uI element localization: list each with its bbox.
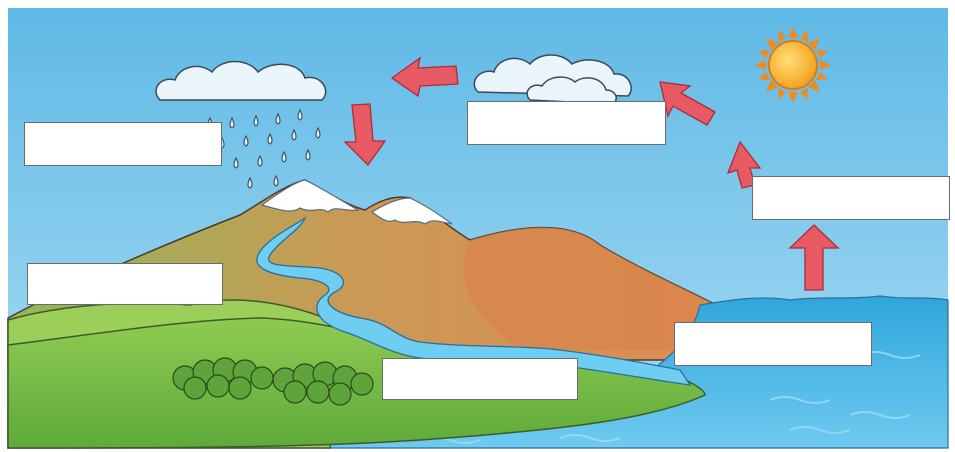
- label-box-evaporation[interactable]: [752, 176, 950, 220]
- label-box-condensation[interactable]: [467, 101, 666, 145]
- label-box-mountain[interactable]: [27, 263, 223, 305]
- label-box-precipitation[interactable]: [24, 122, 222, 166]
- label-box-river[interactable]: [382, 358, 578, 400]
- label-box-sea[interactable]: [674, 322, 872, 366]
